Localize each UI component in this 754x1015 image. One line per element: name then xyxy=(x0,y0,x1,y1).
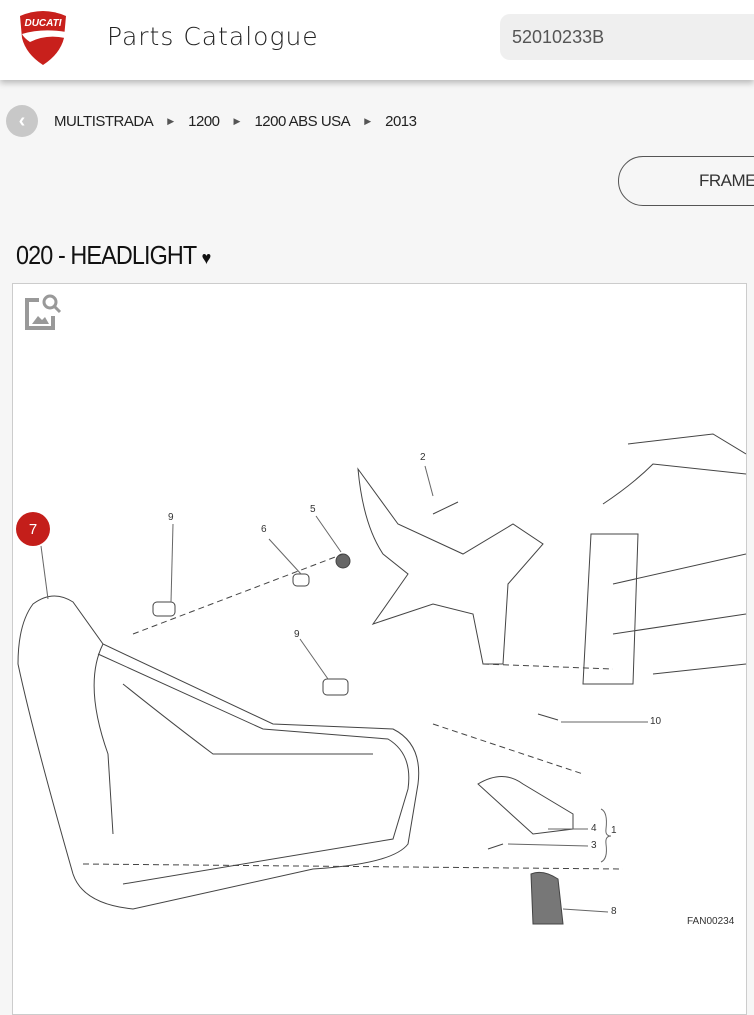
section-title[interactable]: 020 - HEADLIGHT♥ xyxy=(16,240,212,271)
app-header: DUCATI Parts Catalogue xyxy=(0,0,754,80)
heart-icon[interactable]: ♥ xyxy=(201,248,212,268)
callout-9[interactable]: 9 xyxy=(294,629,300,640)
diagram-panel: 7 9 6 5 2 9 10 4 1 3 8 FAN00234 xyxy=(12,283,747,1015)
callout-1[interactable]: 1 xyxy=(611,825,617,836)
breadcrumb: ‹ MULTISTRADA ▶ 1200 ▶ 1200 ABS USA ▶ 20… xyxy=(6,105,417,137)
back-button[interactable]: ‹ xyxy=(6,105,38,137)
callout-6[interactable]: 6 xyxy=(261,524,267,535)
diagram-code: FAN00234 xyxy=(687,916,735,927)
caret-right-icon: ▶ xyxy=(364,115,372,126)
callout-4[interactable]: 4 xyxy=(591,823,597,834)
callout-5[interactable]: 5 xyxy=(310,504,316,515)
exploded-parts-diagram xyxy=(17,433,746,925)
selected-part-badge[interactable]: 7 xyxy=(16,512,50,546)
breadcrumb-item[interactable]: 1200 ABS USA xyxy=(254,112,351,130)
svg-text:DUCATI: DUCATI xyxy=(24,18,61,29)
breadcrumb-item[interactable]: 1200 xyxy=(188,112,220,130)
callout-3[interactable]: 3 xyxy=(591,840,597,851)
search-input[interactable] xyxy=(500,14,754,60)
section-title-text: 020 - HEADLIGHT xyxy=(16,240,197,270)
caret-right-icon: ▶ xyxy=(167,115,175,126)
breadcrumb-item[interactable]: MULTISTRADA xyxy=(54,112,154,130)
frame-button[interactable]: FRAME xyxy=(618,156,754,206)
breadcrumb-item[interactable]: 2013 xyxy=(385,112,417,130)
ducati-logo[interactable]: DUCATI xyxy=(16,8,70,66)
app-title: Parts Catalogue xyxy=(107,22,319,51)
callout-10[interactable]: 10 xyxy=(650,716,662,727)
caret-right-icon: ▶ xyxy=(233,115,241,126)
callout-2[interactable]: 2 xyxy=(420,452,426,463)
callout-9[interactable]: 9 xyxy=(168,512,174,523)
chevron-left-icon: ‹ xyxy=(18,109,26,132)
headlight-part xyxy=(17,595,420,910)
callout-8[interactable]: 8 xyxy=(611,906,617,917)
image-zoom-icon[interactable] xyxy=(23,292,63,332)
